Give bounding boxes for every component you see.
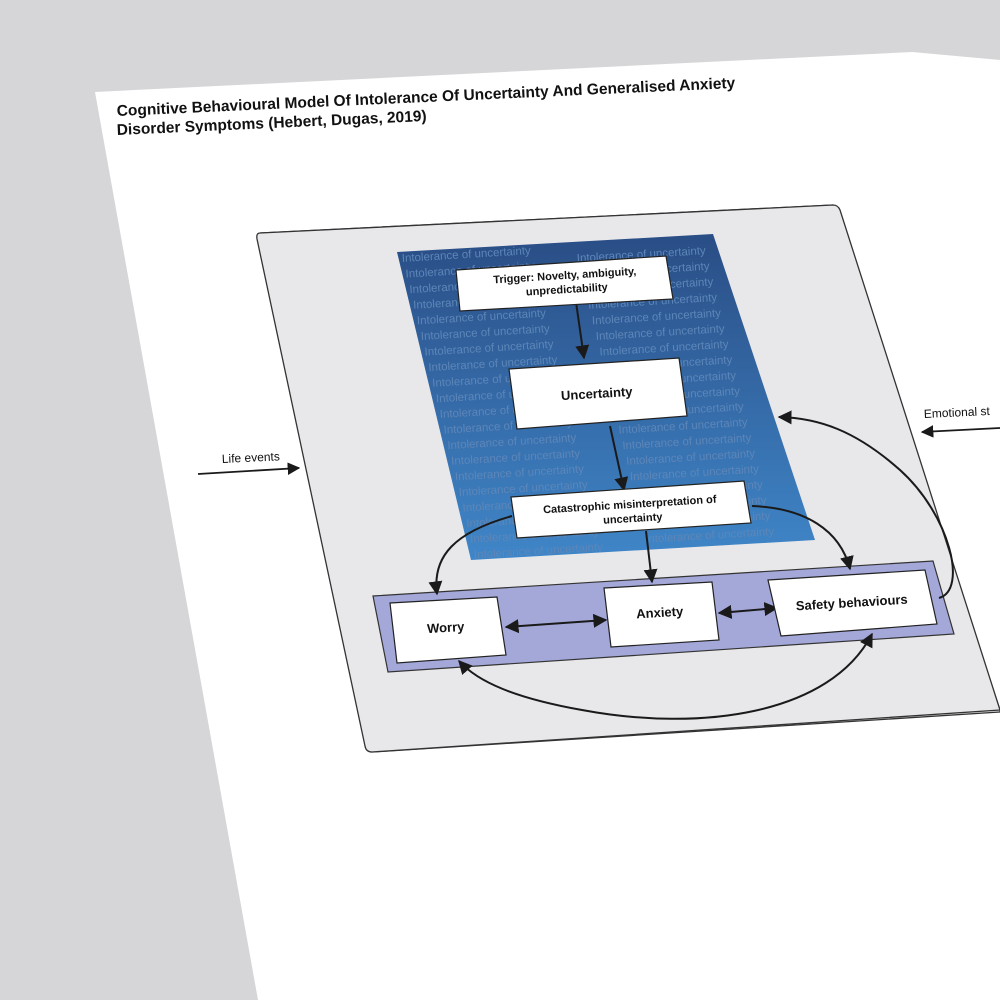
emotional-states-label: Emotional st — [924, 404, 991, 421]
catastrophic-misinterpretation-node: Catastrophic misinterpretation of uncert… — [510, 480, 752, 539]
catastrophic-label-line2: uncertainty — [603, 511, 664, 527]
catastrophic-to-worry-arrow — [428, 515, 513, 596]
anxiety-label: Anxiety — [636, 604, 685, 622]
safety-to-uncertainty-feedback-arrow — [777, 410, 954, 599]
trigger-label-line2: unpredictability — [526, 281, 609, 298]
safety-behaviours-label: Safety behaviours — [795, 592, 908, 614]
uncertainty-node: Uncertainty — [508, 357, 688, 430]
uncertainty-label: Uncertainty — [561, 384, 634, 403]
emotional-states-arrow — [920, 425, 1000, 438]
life-events-label: Life events — [222, 449, 281, 466]
trigger-to-uncertainty-arrow — [575, 301, 590, 360]
life-events-arrow — [197, 462, 301, 475]
anxiety-safety-arrow — [717, 602, 779, 619]
anxiety-node: Anxiety — [603, 581, 720, 648]
trigger-node: Trigger: Novelty, ambiguity, unpredictab… — [455, 255, 674, 312]
worry-label: Worry — [427, 619, 466, 636]
safety-behaviours-node: Safety behaviours — [767, 569, 938, 637]
safety-to-worry-loop-arrow — [458, 632, 873, 720]
worry-node: Worry — [389, 596, 507, 664]
uncertainty-to-catastrophic-arrow — [609, 425, 629, 492]
catastrophic-to-anxiety-arrow — [643, 530, 658, 584]
worry-anxiety-arrow — [504, 613, 608, 634]
catastrophic-to-safety-arrow — [751, 505, 854, 571]
